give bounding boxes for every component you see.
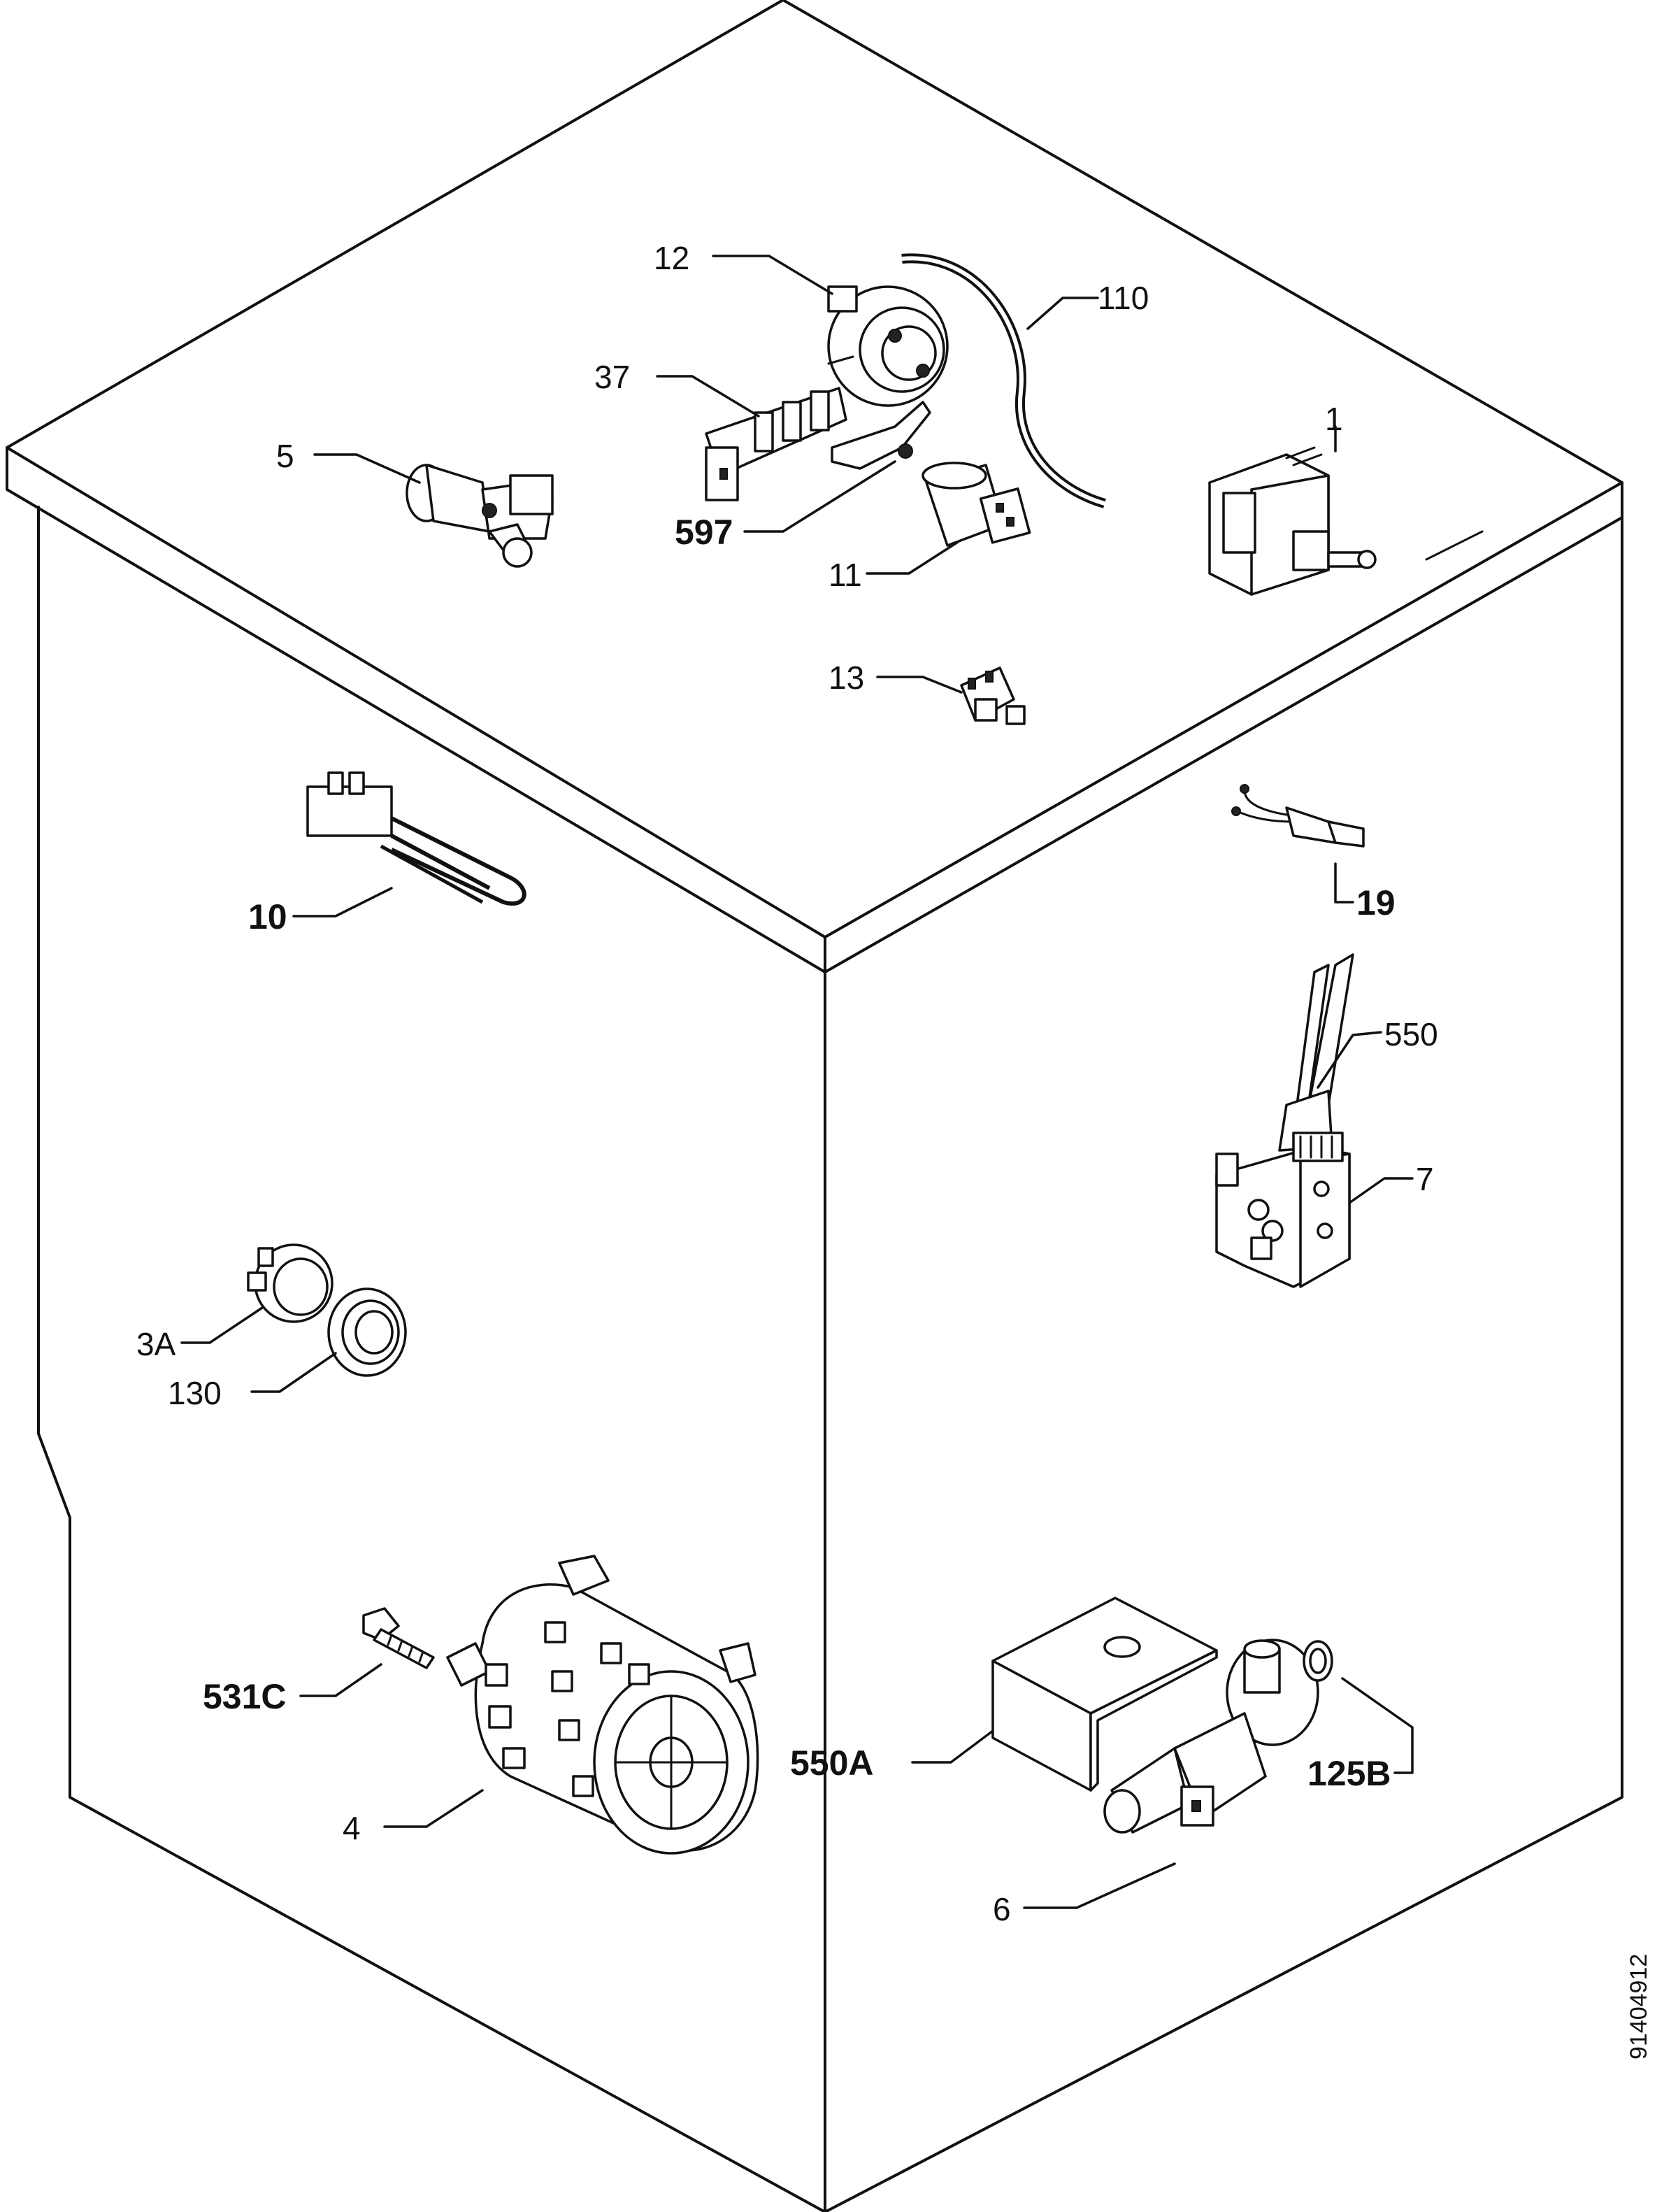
leader-130 bbox=[250, 1352, 337, 1393]
label-13: 13 bbox=[829, 659, 864, 696]
screw-part-531C bbox=[362, 1607, 435, 1669]
cabinet-right-side bbox=[824, 516, 1623, 2212]
pressure-switch-part-12 bbox=[827, 285, 949, 407]
label-19: 19 bbox=[1356, 883, 1396, 922]
capacitor-part-11 bbox=[922, 462, 1031, 547]
cabinet-top-surface bbox=[6, 0, 1623, 939]
cabinet-left-side bbox=[37, 506, 826, 2212]
label-1: 1 bbox=[1325, 401, 1343, 437]
label-597: 597 bbox=[675, 513, 733, 552]
leader-110 bbox=[1026, 297, 1099, 330]
clip-part-597 bbox=[831, 401, 931, 470]
leader-37 bbox=[656, 375, 760, 418]
leader-11 bbox=[866, 541, 959, 575]
leader-13 bbox=[876, 676, 963, 694]
label-130: 130 bbox=[168, 1375, 222, 1411]
label-11: 11 bbox=[829, 557, 862, 593]
label-3A: 3A bbox=[136, 1326, 176, 1362]
leader-531C bbox=[299, 1663, 382, 1697]
leader-597 bbox=[743, 460, 896, 533]
label-125B: 125B bbox=[1307, 1754, 1391, 1793]
door-lock-part-7 bbox=[1215, 1132, 1351, 1288]
sensor-part-19 bbox=[1231, 784, 1365, 848]
part-labels: 12 110 37 5 1 597 11 13 10 19 550 7 3A 1… bbox=[136, 240, 1438, 1927]
leader-125B bbox=[1341, 1677, 1414, 1774]
label-4: 4 bbox=[343, 1810, 361, 1846]
document-number: 91404912 bbox=[1626, 1954, 1652, 2060]
cabinet-outline bbox=[6, 0, 1623, 2212]
heating-element-part-10 bbox=[306, 771, 526, 906]
air-chamber-part-3A bbox=[247, 1243, 334, 1323]
label-110: 110 bbox=[1098, 280, 1149, 316]
leader-6 bbox=[1023, 1862, 1176, 1909]
leader-19 bbox=[1334, 862, 1354, 904]
label-550A: 550A bbox=[790, 1743, 874, 1783]
seal-part-130 bbox=[327, 1287, 407, 1377]
leader-lines bbox=[180, 255, 1414, 1909]
terminal-block-part-37 bbox=[705, 387, 847, 501]
label-5: 5 bbox=[276, 438, 294, 474]
leader-5 bbox=[313, 453, 421, 484]
label-550: 550 bbox=[1384, 1016, 1438, 1053]
o-ring-part-125B bbox=[1303, 1640, 1333, 1682]
leader-7 bbox=[1348, 1177, 1414, 1204]
drain-pump-part-6 bbox=[1103, 1639, 1319, 1834]
label-6: 6 bbox=[993, 1891, 1011, 1927]
label-7: 7 bbox=[1416, 1161, 1434, 1197]
leader-10 bbox=[292, 887, 393, 918]
leader-550A bbox=[911, 1729, 994, 1764]
leader-4 bbox=[383, 1789, 484, 1828]
leader-12 bbox=[712, 255, 833, 295]
leader-3A bbox=[180, 1306, 264, 1344]
leader-550 bbox=[1317, 1031, 1382, 1089]
cover-part-550A bbox=[991, 1597, 1218, 1792]
connector-part-13 bbox=[960, 666, 1026, 725]
label-10: 10 bbox=[248, 897, 287, 936]
inlet-valve-part-5 bbox=[406, 464, 554, 568]
label-12: 12 bbox=[654, 240, 689, 276]
timer-part-1 bbox=[1208, 446, 1377, 596]
label-531C: 531C bbox=[203, 1677, 287, 1716]
motor-part-4 bbox=[446, 1555, 759, 1855]
label-37: 37 bbox=[594, 359, 630, 395]
